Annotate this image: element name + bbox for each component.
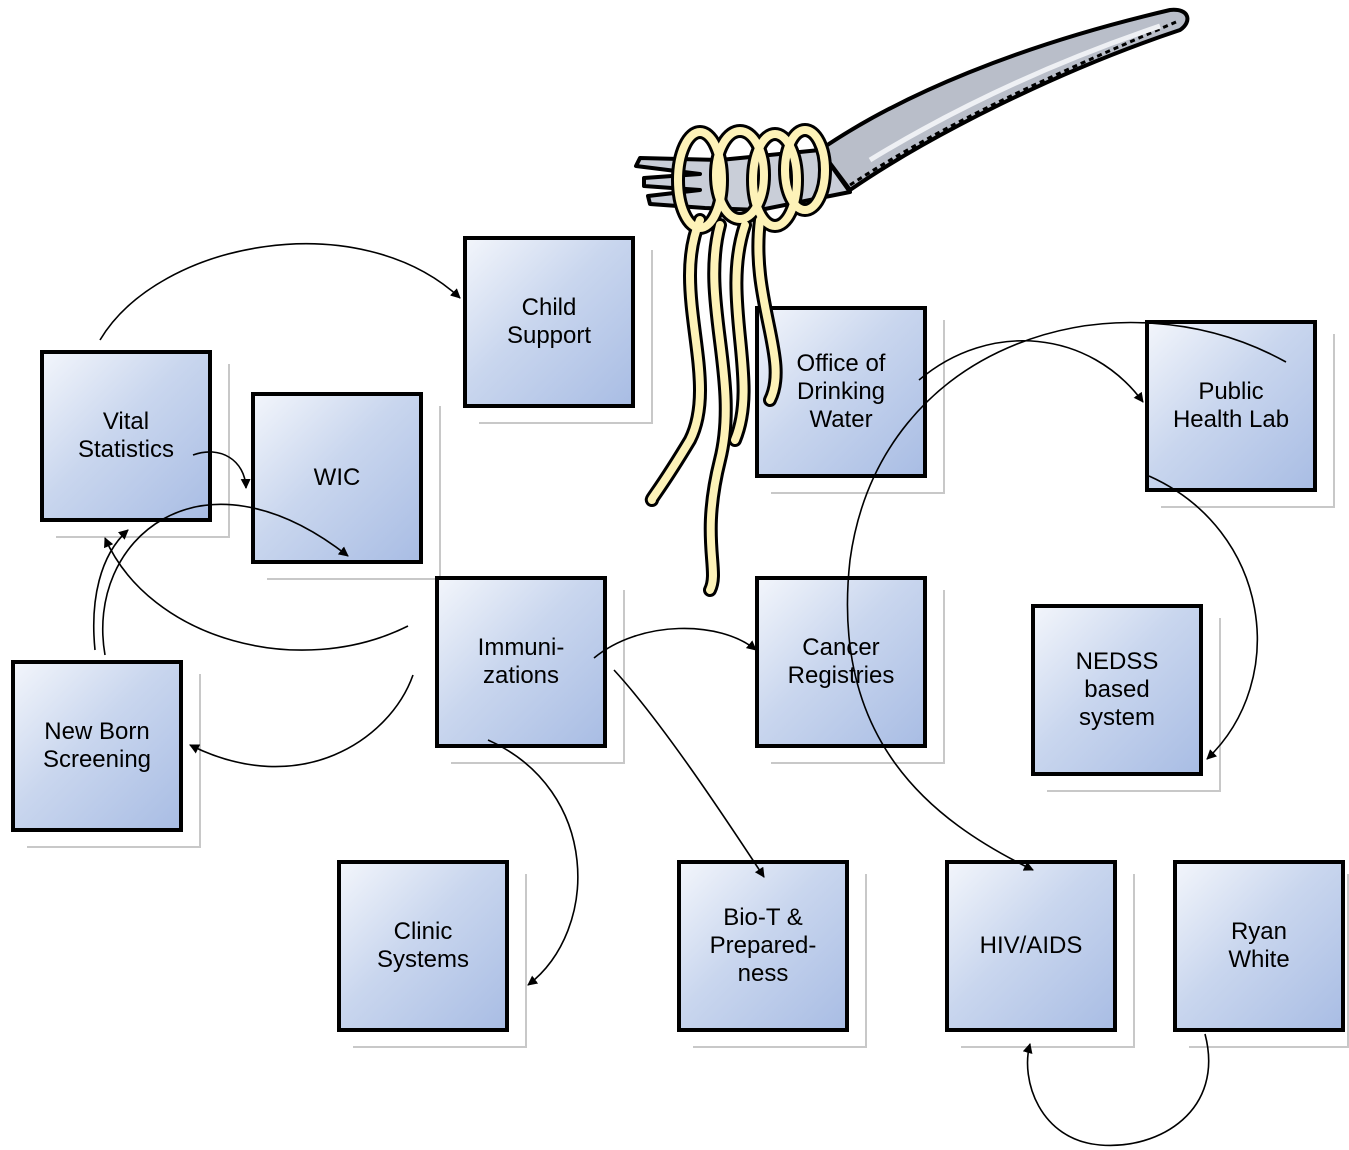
arrow-vital-to-child-support: [99, 243, 461, 341]
arrow-phl-to-hiv: [846, 321, 1287, 871]
node-hiv-aids: HIV/AIDS: [945, 860, 1117, 1032]
node-ryan-white: Ryan White: [1173, 860, 1345, 1032]
node-cancer-registries: Cancer Registries: [755, 576, 927, 748]
arrow-newborn-to-wic: [102, 503, 349, 656]
arrow-immunizations-to-newborn: [189, 674, 414, 768]
arrow-ryan-white-to-hiv: [1022, 1033, 1210, 1147]
arrow-immunizations-to-vital: [104, 537, 409, 651]
arrow-immunizations-to-cancer: [593, 627, 757, 659]
node-immunizations: Immuni- zations: [435, 576, 607, 748]
node-vital-statistics: Vital Statistics: [40, 350, 212, 522]
arrow-immunizations-to-bio-t: [613, 669, 765, 878]
connector-arrows: [92, 243, 1287, 1147]
node-wic: WIC: [251, 392, 423, 564]
node-office-of-drinking-water: Office of Drinking Water: [755, 306, 927, 478]
arrow-immunizations-to-clinic: [487, 739, 579, 986]
arrow-vital-to-wic: [192, 451, 251, 489]
node-bio-t-preparedness: Bio-T & Prepared- ness: [677, 860, 849, 1032]
node-public-health-lab: Public Health Lab: [1145, 320, 1317, 492]
node-clinic-systems: Clinic Systems: [337, 860, 509, 1032]
node-child-support: Child Support: [463, 236, 635, 408]
node-nedss-based-system: NEDSS based system: [1031, 604, 1203, 776]
arrow-phl-to-nedss: [1148, 475, 1259, 760]
fork-with-spaghetti-icon: [634, 7, 1190, 597]
node-new-born-screening: New Born Screening: [11, 660, 183, 832]
arrow-loop-to-vital: [92, 529, 129, 651]
arrow-drinking-water-to-phl: [918, 340, 1144, 403]
